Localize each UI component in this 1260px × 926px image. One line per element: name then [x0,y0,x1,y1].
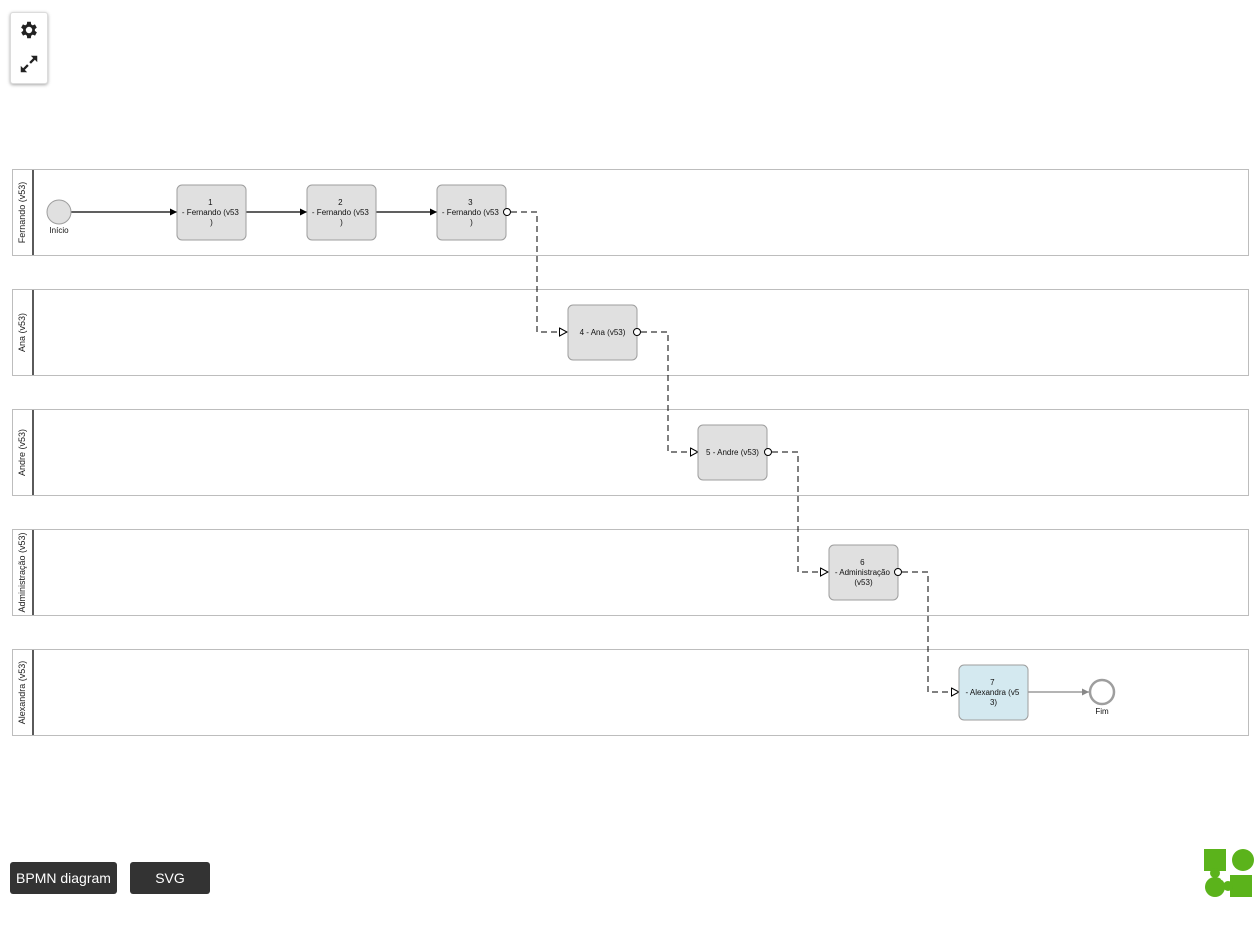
lane-andre: Andre (v53) [12,409,1249,496]
task-4[interactable]: 4 - Ana (v53) [567,304,638,361]
puzzle-logo-icon [1204,849,1254,897]
gear-icon [21,21,37,39]
svg-text:7 - Alexandra (v5: 7 - Alexandra (v5 3) [965,678,1021,707]
task-4-line-1: 4 - Ana (v53) [580,328,626,337]
end-event[interactable]: Fim [1088,678,1116,716]
svg-text:6 - Administração: 6 - Administração (v53) [835,558,892,587]
message-flow-4-to-5 [641,331,698,452]
task-1-line-3: ) [210,218,213,227]
task-2[interactable]: 2 - Fernando (v53 ) [306,184,377,241]
message-port-task-6 [894,568,902,576]
task-5[interactable]: 5 - Andre (v53) [697,424,768,481]
svg-text:2 - Fernando (v53: 2 - Fernando (v53 ) [312,198,371,227]
task-1-line-1: 1 [208,198,213,207]
task-3-line-3: ) [470,218,473,227]
task-2-line-1: 2 [338,198,343,207]
task-3[interactable]: 3 - Fernando (v53 ) [436,184,507,241]
svg-image-button[interactable]: SVG image [130,862,210,918]
lane-alexandra: Alexandra (v53) [12,649,1249,736]
lane-label-andre: Andre (v53) [17,429,27,476]
fullscreen-button[interactable] [11,47,47,81]
lane-label-ana: Ana (v53) [17,313,27,352]
lane-label-fernando: Fernando (v53) [17,182,27,244]
bpmn-diagram: Fernando (v53) Ana (v53) Andre (v53) Adm… [12,169,1249,736]
task-6-line-3: (v53) [854,578,873,587]
message-flow-6-to-7 [902,571,959,692]
task-6-line-2: - Administração [835,568,891,577]
diagram-toolbar [10,12,48,84]
message-flow-5-to-6 [772,451,828,572]
task-7-line-2: - Alexandra (v5 [965,688,1019,697]
message-flow-3-to-4 [511,211,567,332]
task-6-line-1: 6 [860,558,865,567]
lane-administracao: Administração (v53) [12,529,1249,616]
expand-icon [20,55,38,73]
settings-button[interactable] [11,13,47,47]
message-port-task-5 [764,448,772,456]
message-port-task-4 [633,328,641,336]
lane-label-administracao: Administração (v53) [17,532,27,612]
task-7-line-3: 3) [990,698,997,707]
svg-text:1 - Fernando (v53: 1 - Fernando (v53 ) [182,198,241,227]
bpmn-diagram-button[interactable]: BPMN diagram [10,862,117,894]
lane-label-alexandra: Alexandra (v53) [17,661,27,725]
start-event-label: Início [49,226,69,235]
task-7[interactable]: 7 - Alexandra (v5 3) [958,664,1029,721]
svg-text:3 - Fernando (v53: 3 - Fernando (v53 ) [442,198,501,227]
end-event-label: Fim [1095,707,1109,716]
svg-text:4 - Ana (v53): 4 - Ana (v53) [580,328,626,337]
task-1[interactable]: 1 - Fernando (v53 ) [176,184,247,241]
task-2-line-2: - Fernando (v53 [312,208,369,217]
message-port-task-3 [503,208,511,216]
task-2-line-3: ) [340,218,343,227]
task-3-line-2: - Fernando (v53 [442,208,499,217]
task-6[interactable]: 6 - Administração (v53) [828,544,899,601]
task-5-line-1: 5 - Andre (v53) [706,448,759,457]
task-1-line-2: - Fernando (v53 [182,208,239,217]
task-7-line-1: 7 [990,678,995,687]
svg-text:5 - Andre (v53): 5 - Andre (v53) [706,448,759,457]
task-3-line-1: 3 [468,198,473,207]
start-event[interactable]: Início [46,199,72,235]
